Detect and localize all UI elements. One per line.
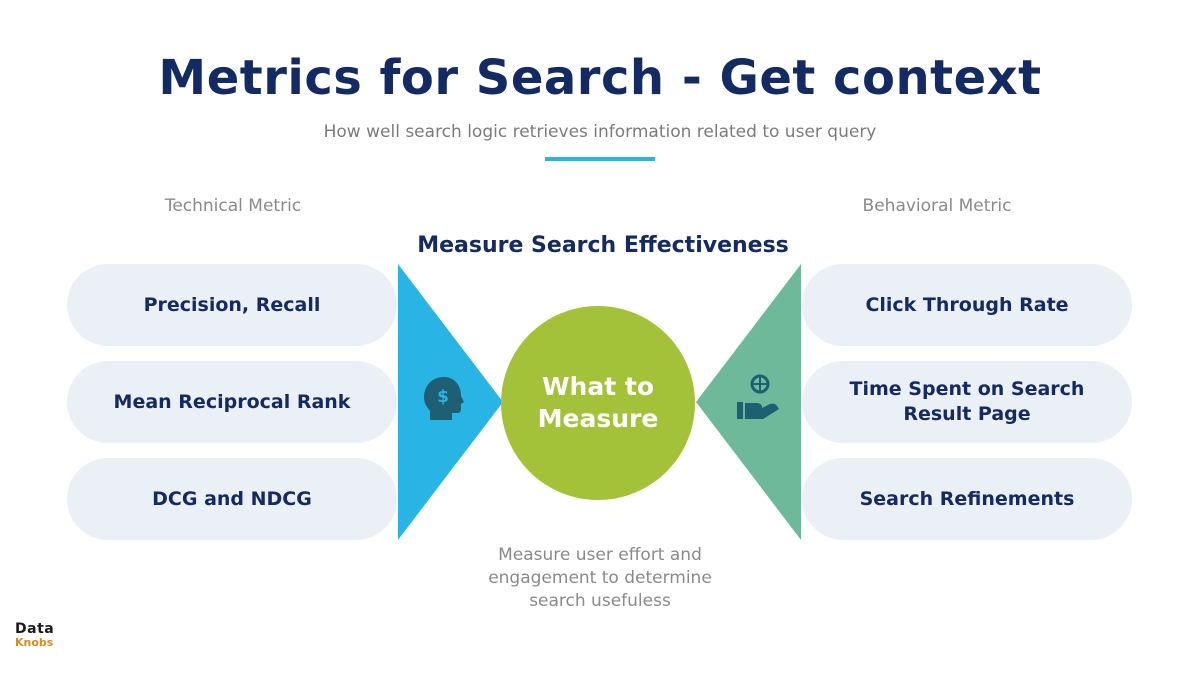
what-to-measure-circle: What to Measure xyxy=(501,306,695,500)
head-dollar-icon: $ xyxy=(424,377,464,420)
behavioral-metric-label: Behavioral Metric xyxy=(862,196,1012,216)
logo-line2: Knobs xyxy=(15,636,54,649)
page-subtitle: How well search logic retrieves informat… xyxy=(323,122,877,142)
behavioral-metric-ctr: Click Through Rate xyxy=(802,264,1132,346)
technical-metric-precision-recall: Precision, Recall xyxy=(67,264,397,346)
svg-text:$: $ xyxy=(437,387,449,407)
technical-metric-dcg-ndcg: DCG and NDCG xyxy=(67,458,397,540)
bottom-note: Measure user effort and engagement to de… xyxy=(488,545,712,611)
behavioral-metric-time-spent: Time Spent on Search Result Page xyxy=(802,361,1132,443)
page-title: Metrics for Search - Get context xyxy=(158,50,1042,106)
hand-globe-icon xyxy=(737,374,779,419)
title-underline xyxy=(545,157,655,161)
behavioral-metric-refinements: Search Refinements xyxy=(802,458,1132,540)
logo-line1: Data xyxy=(15,621,55,637)
technical-metric-mrr: Mean Reciprocal Rank xyxy=(67,361,397,443)
data-knobs-logo: Data Knobs xyxy=(15,622,75,648)
technical-metric-label: Technical Metric xyxy=(164,196,302,216)
right-triangle xyxy=(696,264,801,540)
center-heading: Measure Search Effectiveness xyxy=(417,233,789,258)
